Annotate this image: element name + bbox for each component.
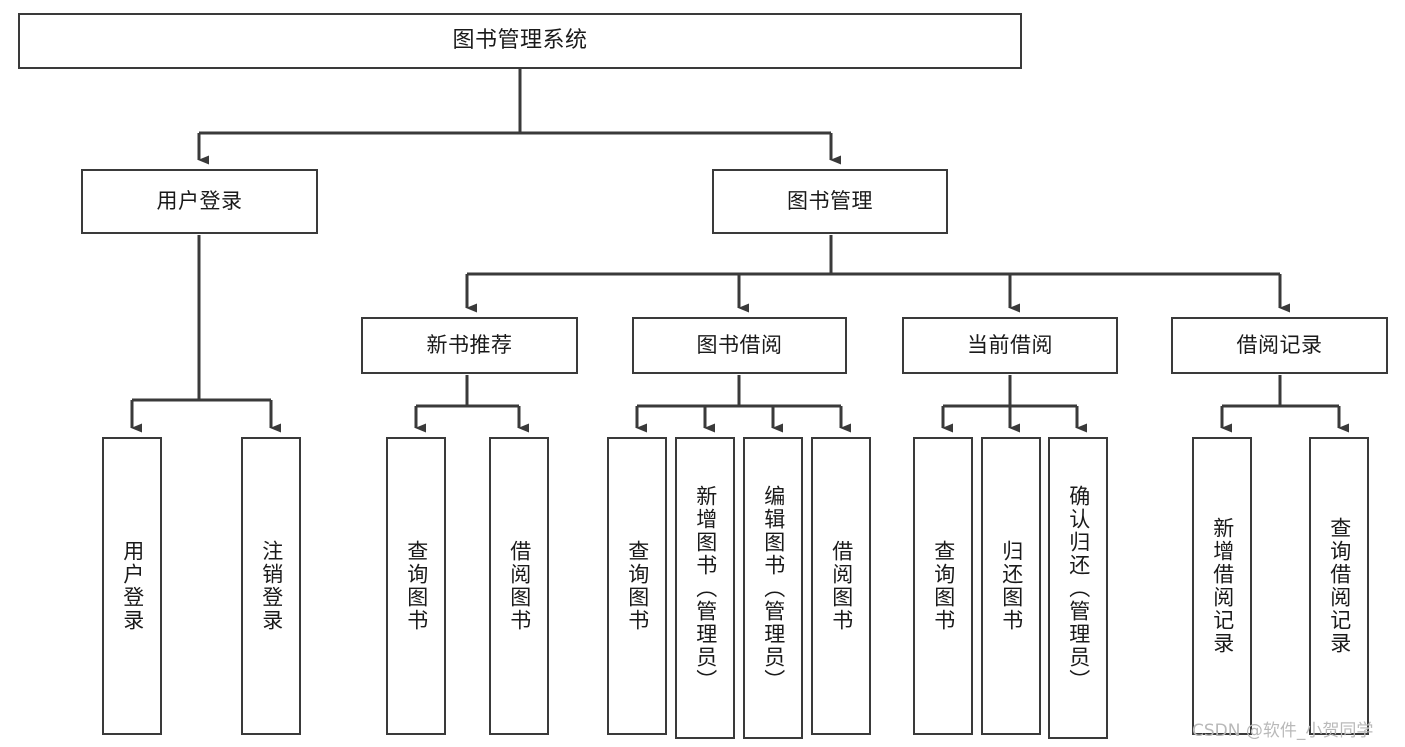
- node-user-login-label: 用户登录: [156, 189, 243, 214]
- node-leaf-query-book-current[interactable]: 查询图书: [913, 437, 973, 735]
- node-user-login[interactable]: 用户登录: [81, 169, 318, 234]
- node-leaf-borrow-book-label: 借阅图书: [829, 540, 854, 632]
- node-leaf-return-book-label: 归还图书: [999, 540, 1024, 632]
- node-leaf-user-login-label: 用户登录: [120, 540, 145, 632]
- node-leaf-user-logout-label: 注销登录: [259, 540, 284, 632]
- node-leaf-query-borrow-record[interactable]: 查询借阅记录: [1309, 437, 1369, 735]
- node-root-book-management-system[interactable]: 图书管理系统: [18, 13, 1022, 69]
- node-book-borrow[interactable]: 图书借阅: [632, 317, 847, 374]
- node-leaf-add-book-admin[interactable]: 新增图书（管理员）: [675, 437, 735, 739]
- node-leaf-confirm-return-admin[interactable]: 确认归还（管理员）: [1048, 437, 1108, 739]
- node-leaf-edit-book-admin[interactable]: 编辑图书（管理员）: [743, 437, 803, 739]
- node-book-borrow-label: 图书借阅: [696, 333, 783, 358]
- node-leaf-query-borrow-record-label: 查询借阅记录: [1327, 517, 1352, 655]
- node-book-management[interactable]: 图书管理: [712, 169, 948, 234]
- node-leaf-edit-book-admin-label: 编辑图书（管理员）: [761, 484, 786, 692]
- node-leaf-confirm-return-admin-label: 确认归还（管理员）: [1066, 484, 1091, 692]
- node-leaf-query-book-borrow-label: 查询图书: [625, 540, 650, 632]
- node-leaf-query-book-recommend-label: 查询图书: [404, 540, 429, 632]
- node-current-borrow-label: 当前借阅: [967, 333, 1053, 358]
- node-borrow-records-label: 借阅记录: [1236, 333, 1323, 358]
- node-book-management-label: 图书管理: [787, 189, 873, 214]
- node-leaf-query-book-recommend[interactable]: 查询图书: [386, 437, 446, 735]
- node-leaf-user-login[interactable]: 用户登录: [102, 437, 162, 735]
- node-leaf-borrow-book[interactable]: 借阅图书: [811, 437, 871, 735]
- node-leaf-query-book-current-label: 查询图书: [931, 540, 956, 632]
- node-leaf-add-borrow-record-label: 新增借阅记录: [1210, 517, 1235, 655]
- node-leaf-borrow-book-recommend-label: 借阅图书: [507, 540, 532, 632]
- watermark-text: CSDN @软件_小贺同学: [1192, 721, 1374, 741]
- node-leaf-add-book-admin-label: 新增图书（管理员）: [693, 484, 718, 692]
- node-borrow-records[interactable]: 借阅记录: [1171, 317, 1388, 374]
- node-leaf-borrow-book-recommend[interactable]: 借阅图书: [489, 437, 549, 735]
- node-leaf-user-logout[interactable]: 注销登录: [241, 437, 301, 735]
- node-leaf-add-borrow-record[interactable]: 新增借阅记录: [1192, 437, 1252, 735]
- node-leaf-return-book[interactable]: 归还图书: [981, 437, 1041, 735]
- node-root-label: 图书管理系统: [452, 28, 588, 54]
- node-new-book-recommend[interactable]: 新书推荐: [361, 317, 578, 374]
- node-new-book-recommend-label: 新书推荐: [426, 333, 513, 358]
- node-current-borrow[interactable]: 当前借阅: [902, 317, 1118, 374]
- node-leaf-query-book-borrow[interactable]: 查询图书: [607, 437, 667, 735]
